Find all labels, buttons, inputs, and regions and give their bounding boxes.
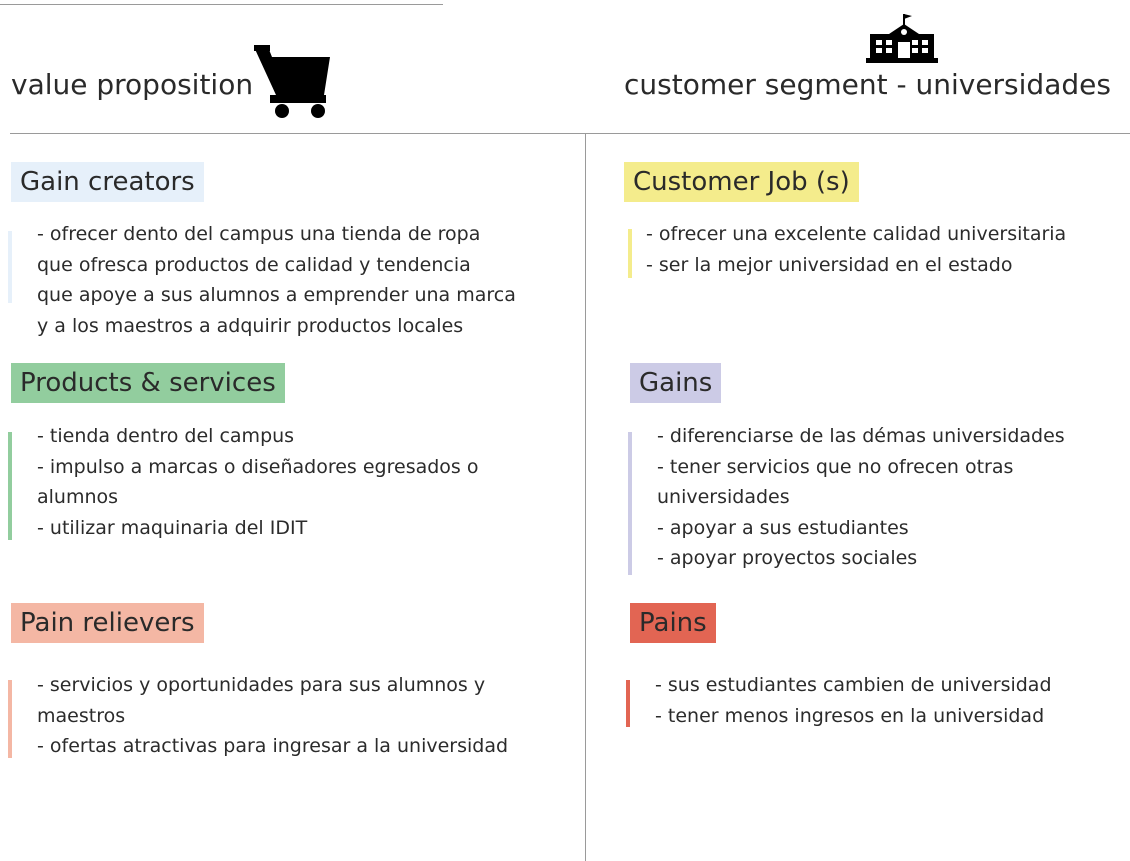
customer-segment-title: customer segment - universidades [624,68,1111,101]
pains-list: - sus estudiantes cambien de universidad… [655,670,1052,731]
list-item: que apoye a sus alumnos a emprender una … [37,284,516,306]
header-divider [10,133,1130,134]
column-divider [585,134,586,861]
pain-relievers-label: Pain relievers [11,603,204,643]
gains-label: Gains [630,363,722,403]
products-services-bar [8,432,12,540]
list-item: - apoyar proyectos sociales [657,547,918,569]
list-item: maestros [37,704,126,727]
gain-creators-label: Gain creators [11,162,204,202]
list-item: - tener servicios que no ofrecen otras [657,455,1014,478]
list-item: - ser la mejor universidad en el estado [646,253,1013,276]
list-item: - apoyar a sus estudiantes [657,516,909,539]
gain-creators-list: - ofrecer dento del campus una tienda de… [37,219,516,341]
shopping-cart-icon [254,45,330,118]
list-item: que ofresca productos de calidad y tende… [37,253,471,276]
school-building-icon [866,14,938,63]
list-item: - servicios y oportunidades para sus alu… [37,674,486,696]
list-item: y a los maestros a adquirir productos lo… [37,314,464,337]
value-proposition-title: value proposition [11,68,254,101]
list-item: - sus estudiantes cambien de universidad [655,674,1052,696]
list-item: - tienda dentro del campus [37,425,295,447]
list-item: - tener menos ingresos en la universidad [655,704,1045,727]
list-item: - impulso a marcas o diseñadores egresad… [37,455,479,478]
top-divider [0,4,443,5]
gains-list: - diferenciarse de las démas universidad… [657,421,1065,574]
products-services-label: Products & services [11,363,285,403]
list-item: universidades [657,486,790,508]
pains-label: Pains [630,603,716,643]
customer-job-bar [628,229,632,278]
list-item: - utilizar maquinaria del IDIT [37,516,308,539]
gains-bar [628,432,632,575]
customer-job-label: Customer Job (s) [624,162,859,202]
list-item: - ofrecer dento del campus una tienda de… [37,223,481,245]
list-item: - diferenciarse de las démas universidad… [657,425,1065,447]
list-item: - ofertas atractivas para ingresar a la … [37,735,509,757]
pain-relievers-bar [8,680,12,758]
pains-bar [626,680,630,727]
pain-relievers-list: - servicios y oportunidades para sus alu… [37,670,508,762]
list-item: alumnos [37,486,119,508]
customer-job-list: - ofrecer una excelente calidad universi… [646,219,1066,280]
products-services-list: - tienda dentro del campus - impulso a m… [37,421,479,543]
list-item: - ofrecer una excelente calidad universi… [646,223,1067,245]
gain-creators-bar [8,231,12,303]
